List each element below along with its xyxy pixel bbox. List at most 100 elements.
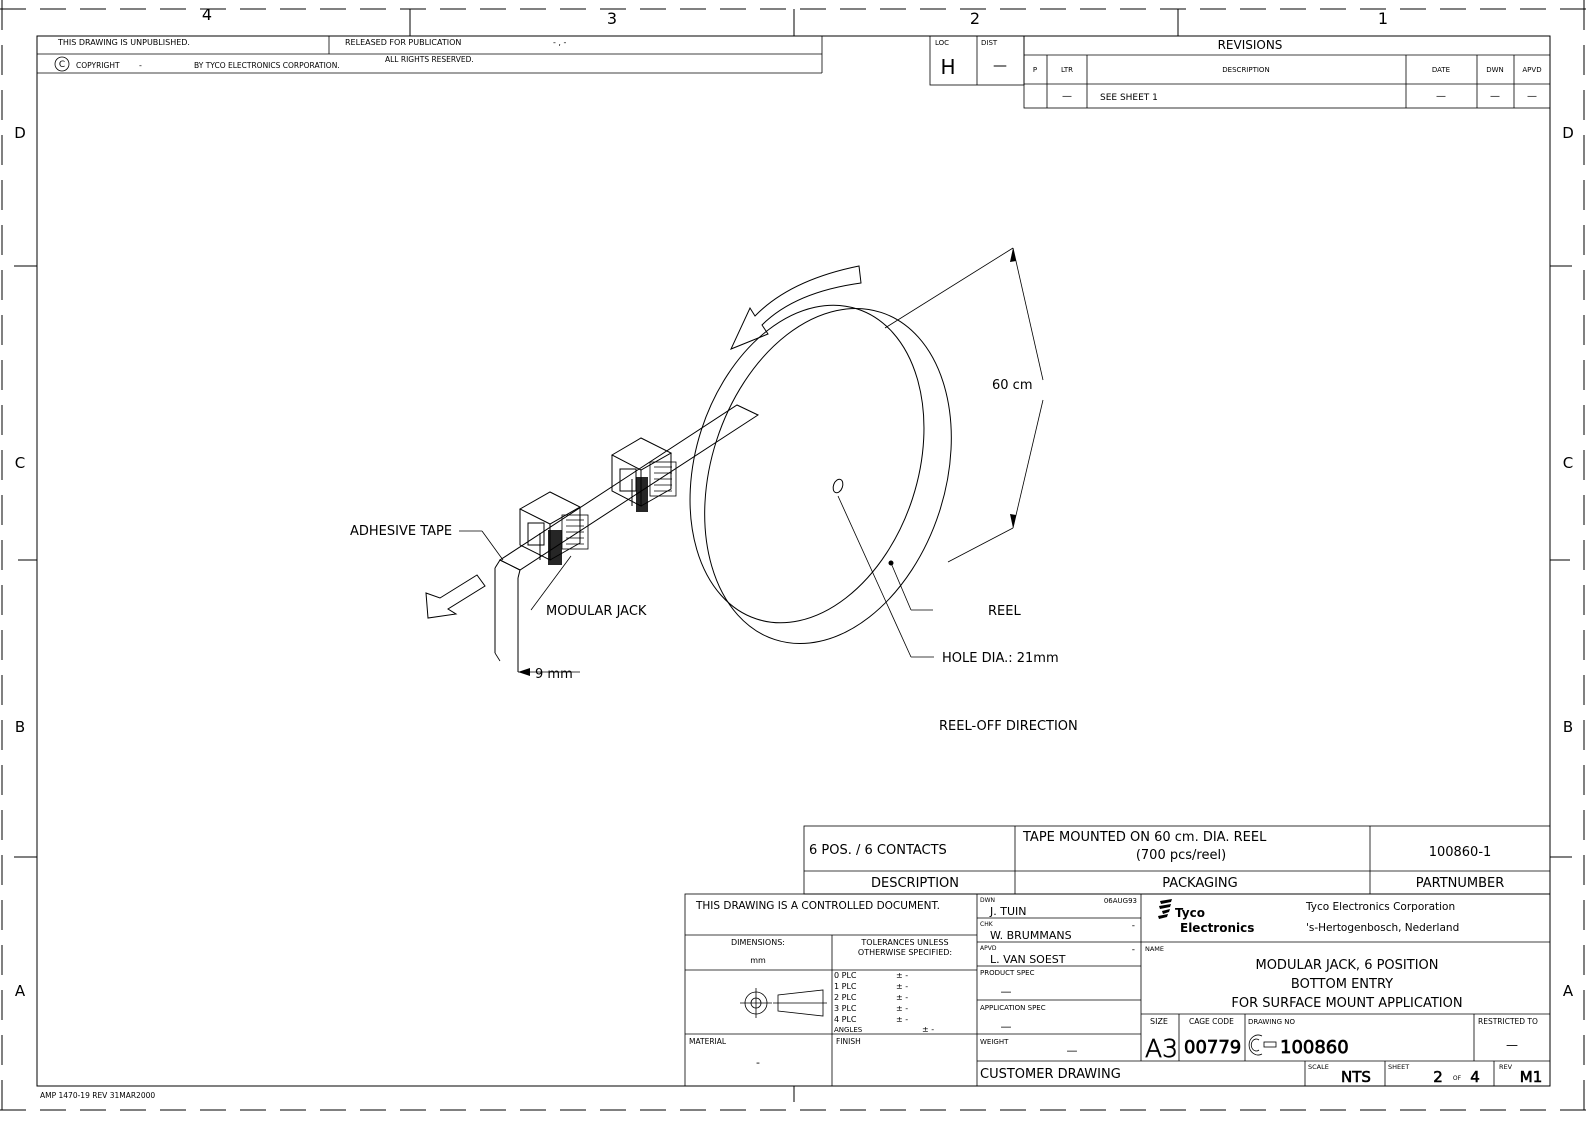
- reel-front-face: [704, 307, 952, 645]
- chk-label: CHK: [980, 921, 994, 928]
- tolerance-1-value: ± -: [896, 982, 908, 991]
- material-value: -: [756, 1056, 760, 1069]
- adhesive-tape-label: ADHESIVE TAPE: [350, 524, 452, 539]
- sheet-of: OF: [1453, 1075, 1462, 1082]
- row-marker-a-right: A: [1563, 982, 1574, 1000]
- size-label: SIZE: [1150, 1017, 1168, 1026]
- restricted-value: —: [1506, 1038, 1518, 1052]
- tolerances-line-1: TOLERANCES UNLESS: [860, 938, 948, 947]
- packaging-line-1: TAPE MOUNTED ON 60 cm. DIA. REEL: [1022, 830, 1267, 845]
- packaging-line-2: (700 pcs/reel): [1136, 848, 1226, 863]
- apvd-name: L. VAN SOEST: [990, 953, 1066, 966]
- reel-label: REEL: [988, 604, 1021, 619]
- application-spec-value: —: [1001, 1020, 1012, 1033]
- tyco-logo-icon: [1158, 899, 1172, 919]
- released-value: - , -: [553, 38, 567, 47]
- row-marker-c-right: C: [1563, 454, 1573, 472]
- released-text: RELEASED FOR PUBLICATION: [345, 38, 461, 47]
- material-label: MATERIAL: [689, 1037, 727, 1046]
- row-marker-c-left: C: [15, 454, 25, 472]
- leader-lines: [459, 495, 934, 676]
- reel-off-arrow: [425, 574, 486, 619]
- row-marker-d-left: D: [14, 124, 26, 142]
- row-marker-a-left: A: [15, 982, 26, 1000]
- description-label: DESCRIPTION: [871, 876, 959, 891]
- loc-label: LOC: [935, 39, 949, 47]
- col-marker-3: 3: [607, 9, 617, 28]
- partnumber-label: PARTNUMBER: [1416, 876, 1505, 891]
- weight-label: WEIGHT: [980, 1038, 1009, 1046]
- tolerance-4-label: 4 PLC: [834, 1015, 857, 1024]
- reel-drawing: [689, 304, 952, 645]
- chk-name: W. BRUMMANS: [990, 929, 1072, 942]
- rev-col-date: DATE: [1432, 66, 1450, 74]
- copyright-circle: [54, 56, 70, 72]
- company-name: Tyco Electronics Corporation: [1305, 901, 1455, 913]
- rotation-arrow: [730, 265, 862, 350]
- loc-value: H: [940, 55, 955, 79]
- customer-drawing-text: CUSTOMER DRAWING: [980, 1067, 1121, 1082]
- sheet-label: SHEET: [1388, 1063, 1409, 1071]
- title-line-3: FOR SURFACE MOUNT APPLICATION: [1231, 996, 1462, 1011]
- product-spec-value: —: [1001, 985, 1012, 998]
- tolerance-1-label: 1 PLC: [834, 982, 857, 991]
- cage-code-label: CAGE CODE: [1189, 1017, 1234, 1026]
- row-marker-d-right: D: [1562, 124, 1574, 142]
- apvd-label: APVD: [980, 945, 997, 952]
- size-value: A3: [1145, 1034, 1178, 1063]
- partnumber-value: 100860-1: [1429, 845, 1492, 860]
- col-marker-4: 4: [202, 5, 212, 24]
- tolerance-4-value: ± -: [896, 1015, 908, 1024]
- scale-label: SCALE: [1308, 1063, 1329, 1071]
- tolerance-2-label: 2 PLC: [834, 993, 857, 1002]
- sheet-value: 2: [1433, 1068, 1443, 1086]
- modular-jack-label: MODULAR JACK: [546, 604, 647, 619]
- dimension-9mm-label: 9 mm: [535, 667, 573, 682]
- projection-symbol-icon: [740, 988, 827, 1018]
- hole-dia-label: HOLE DIA.: 21mm: [942, 651, 1059, 666]
- by-tyco-text: BY TYCO ELECTRONICS CORPORATION.: [194, 61, 340, 70]
- sheet-total: 4: [1470, 1068, 1480, 1086]
- application-spec-label: APPLICATION SPEC: [980, 1004, 1046, 1012]
- modular-jack-left: [518, 491, 589, 565]
- rev-col-dwn: DWN: [1486, 66, 1504, 74]
- rev-row-description: SEE SHEET 1: [1100, 93, 1158, 103]
- reel-off-label: REEL-OFF DIRECTION: [939, 719, 1078, 734]
- drawing-no-value: 100860: [1280, 1037, 1349, 1058]
- c-prefix-icon: [1248, 1034, 1277, 1056]
- apvd-date: -: [1132, 945, 1135, 955]
- angles-label: ANGLES: [834, 1026, 863, 1034]
- rev-label: REV: [1499, 1063, 1513, 1071]
- row-marker-b-left: B: [15, 718, 25, 736]
- reel-hub-hole: [832, 478, 844, 494]
- controlled-document-text: THIS DRAWING IS A CONTROLLED DOCUMENT.: [695, 900, 940, 912]
- company-location: 's-Hertogenbosch, Nederland: [1306, 922, 1459, 934]
- angles-value: ± -: [922, 1025, 934, 1034]
- rev-col-apvd: APVD: [1522, 66, 1541, 74]
- drawing-no-label: DRAWING NO: [1248, 1018, 1295, 1026]
- tolerance-3-value: ± -: [896, 1004, 908, 1013]
- revisions-table: [1023, 35, 1551, 109]
- rev-row-apvd: —: [1527, 91, 1537, 102]
- logo-line-1: Tyco: [1175, 906, 1205, 920]
- title-line-1: MODULAR JACK, 6 POSITION: [1255, 958, 1438, 973]
- title-line-2: BOTTOM ENTRY: [1291, 977, 1393, 992]
- col-marker-2: 2: [970, 9, 980, 28]
- tolerance-0-value: ± -: [896, 971, 908, 980]
- dimensions-unit: mm: [750, 956, 766, 965]
- tolerance-0-label: 0 PLC: [834, 971, 857, 980]
- dist-value: —: [993, 58, 1007, 74]
- publication-block: [37, 36, 823, 74]
- restricted-label: RESTRICTED TO: [1478, 1017, 1538, 1026]
- finish-label: FINISH: [836, 1037, 861, 1046]
- modular-jack-right: [610, 437, 677, 512]
- title-block-grid: [684, 893, 1551, 1087]
- rev-row-date: —: [1436, 91, 1446, 102]
- product-spec-label: PRODUCT SPEC: [980, 969, 1035, 977]
- rights-text: ALL RIGHTS RESERVED.: [385, 55, 474, 64]
- revisions-title: REVISIONS: [1218, 38, 1283, 52]
- adhesive-tape-strip: [494, 404, 760, 672]
- copyright-text: COPYRIGHT: [76, 61, 120, 70]
- chk-date: -: [1132, 921, 1135, 931]
